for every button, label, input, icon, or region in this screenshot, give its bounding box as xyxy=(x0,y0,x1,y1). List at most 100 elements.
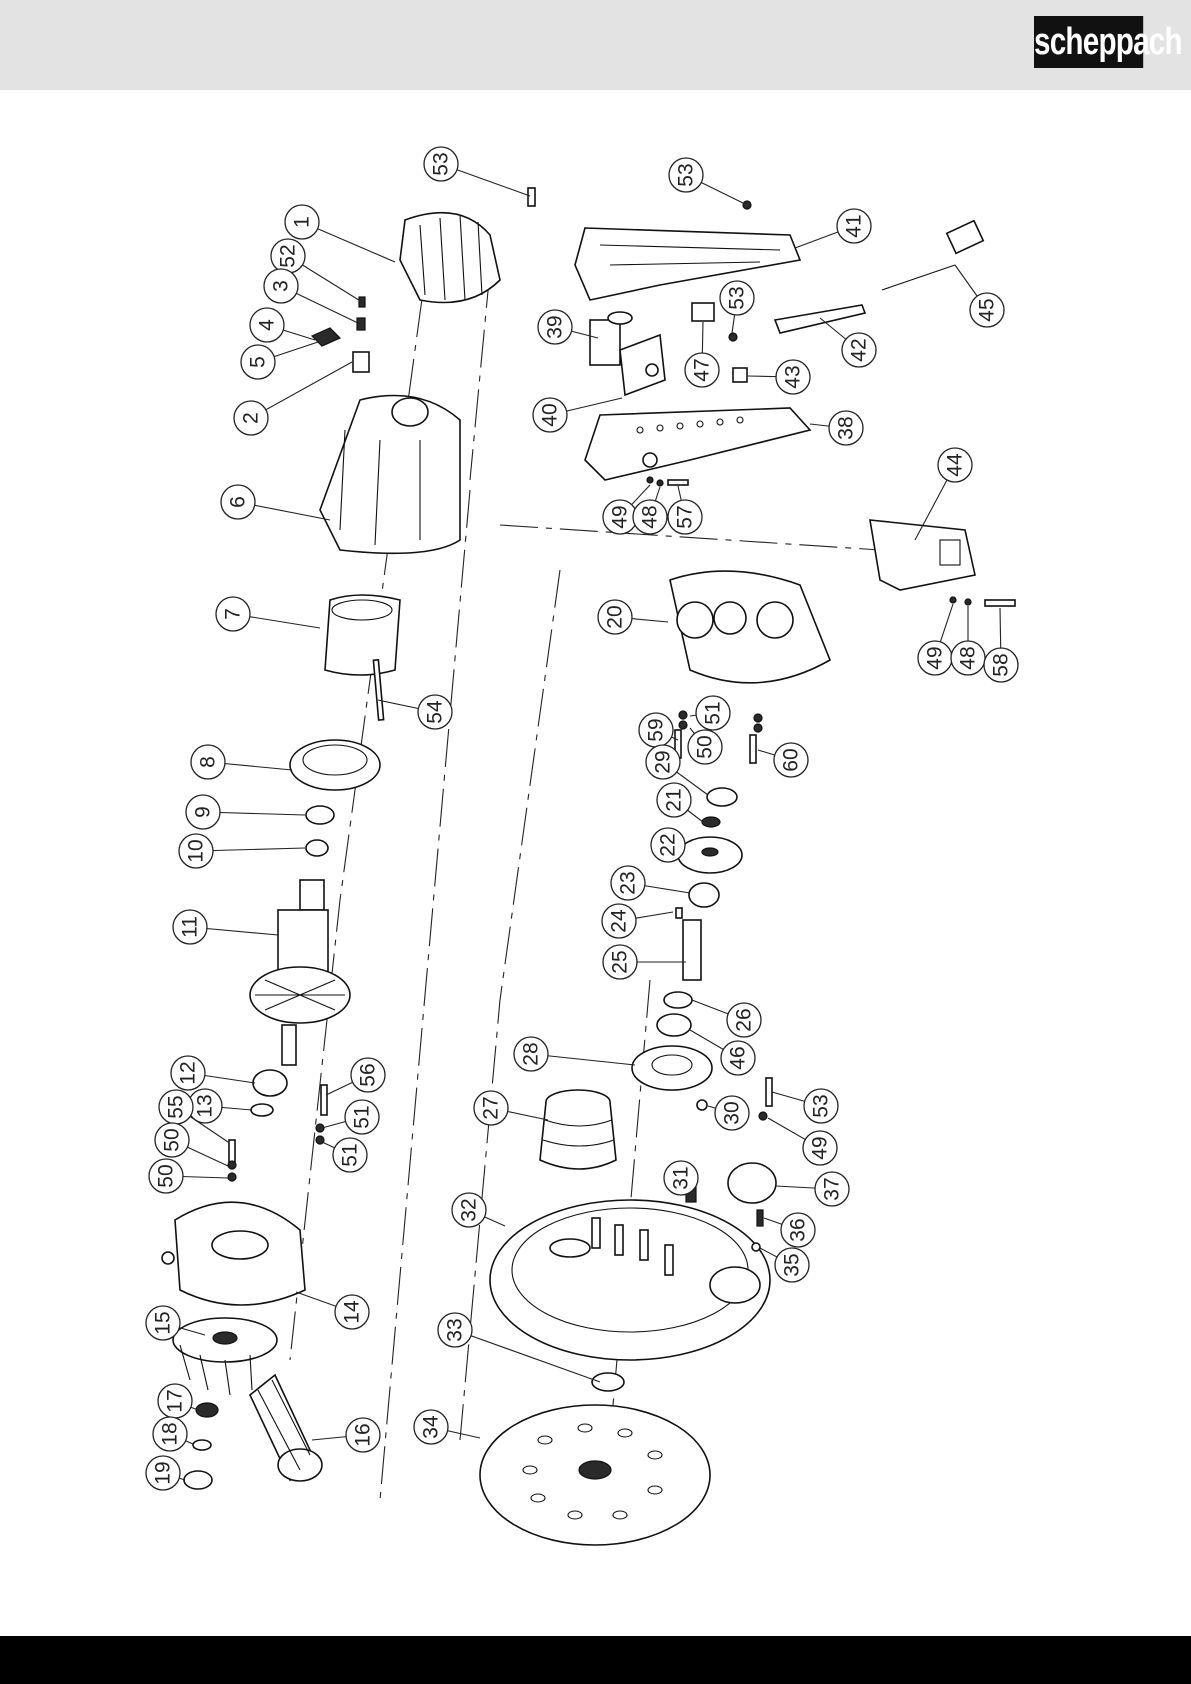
callout-23: 23 xyxy=(611,866,690,900)
callout-number: 43 xyxy=(782,365,805,388)
callout-number: 47 xyxy=(691,358,714,381)
callout-number: 12 xyxy=(177,1061,200,1084)
part-1-brush-cover xyxy=(400,213,500,303)
part-29-bearing xyxy=(707,788,737,806)
callout-37: 37 xyxy=(776,1172,849,1206)
axis-handle xyxy=(470,270,490,480)
callout-38: 38 xyxy=(810,411,863,445)
callout-number: 14 xyxy=(341,1300,364,1324)
callout-number: 7 xyxy=(222,608,245,620)
part-9-bearing xyxy=(306,806,334,824)
callout-number: 37 xyxy=(821,1177,844,1200)
callout-7: 7 xyxy=(216,597,320,631)
callout-49: 49 xyxy=(918,604,953,675)
part-53-screw-base xyxy=(766,1078,772,1106)
callout-number: 60 xyxy=(780,748,803,771)
callout-60: 60 xyxy=(758,743,808,777)
part-50-washer-left xyxy=(228,1161,236,1169)
callout-57: 57 xyxy=(668,486,702,534)
part-17-spring xyxy=(196,1403,218,1417)
part-26-circlip xyxy=(664,992,692,1008)
part-49-washer xyxy=(647,477,653,483)
callout-19: 19 xyxy=(146,1456,185,1490)
part-32-base-plate xyxy=(490,1200,770,1360)
callout-number: 13 xyxy=(194,1094,217,1117)
callout-number: 57 xyxy=(674,505,697,528)
callout-45: 45 xyxy=(955,265,1004,327)
callout-number: 51 xyxy=(702,701,725,724)
callout-22: 22 xyxy=(651,828,685,862)
callout-number: 46 xyxy=(727,1046,750,1069)
callout-number: 25 xyxy=(609,950,632,973)
callout-28: 28 xyxy=(514,1037,635,1071)
part-25-spindle xyxy=(683,920,701,980)
part-7-field-coil xyxy=(325,595,400,675)
callout-39: 39 xyxy=(538,310,598,344)
callout-24: 24 xyxy=(602,904,673,938)
callout-number: 15 xyxy=(152,1311,175,1334)
part-48-washer-right xyxy=(965,599,971,605)
callout-number: 51 xyxy=(351,1105,374,1128)
callout-number: 1 xyxy=(291,216,314,228)
part-34-sanding-pad xyxy=(480,1405,710,1545)
callout-number: 51 xyxy=(339,1143,362,1166)
callout-36: 36 xyxy=(764,1213,815,1247)
callout-number: 21 xyxy=(663,788,686,811)
callout-number: 50 xyxy=(161,1128,184,1151)
callout-20: 20 xyxy=(598,600,668,634)
callout-number: 4 xyxy=(256,319,279,331)
callout-number: 49 xyxy=(809,1136,832,1159)
callout-number: 29 xyxy=(652,750,675,773)
callout-27: 27 xyxy=(474,1091,548,1125)
callout-59: 59 xyxy=(639,713,678,747)
callout-25: 25 xyxy=(603,945,686,979)
part-44-connector xyxy=(870,520,975,590)
callout-6: 6 xyxy=(221,485,330,520)
callout-number: 49 xyxy=(924,646,947,669)
callout-number: 40 xyxy=(539,403,562,426)
callout-number: 54 xyxy=(424,700,447,724)
callout-number: 58 xyxy=(990,653,1013,676)
callout-number: 31 xyxy=(670,1166,693,1189)
callout-49: 49 xyxy=(768,1118,837,1165)
callout-number: 38 xyxy=(835,416,858,439)
part-14-gear-housing xyxy=(162,1202,305,1305)
callout-18: 18 xyxy=(153,1417,193,1451)
part-30-screw xyxy=(697,1100,707,1110)
callout-number: 59 xyxy=(645,718,668,741)
callout-43: 43 xyxy=(748,360,810,394)
part-12-bearing xyxy=(253,1070,287,1096)
callout-number: 17 xyxy=(164,1389,187,1412)
part-58-screw xyxy=(985,600,1015,606)
callout-47: 47 xyxy=(685,322,719,387)
callout-10: 10 xyxy=(179,834,305,868)
callout-number: 44 xyxy=(944,453,967,477)
part-18-washer xyxy=(193,1440,211,1450)
part-4-brush-holder xyxy=(312,328,340,346)
part-57-screw xyxy=(668,480,688,485)
part-10-bearing-sleeve xyxy=(306,840,328,856)
part-50-washer-cover-r xyxy=(754,724,762,732)
callout-number: 53 xyxy=(726,286,749,309)
callout-number: 10 xyxy=(185,839,208,862)
callout-number: 26 xyxy=(733,1008,756,1031)
part-20-gear-cover xyxy=(670,571,830,683)
callout-53: 53 xyxy=(772,1089,838,1123)
callout-number: 34 xyxy=(420,1415,443,1439)
callout-number: 16 xyxy=(352,1423,375,1446)
part-2-carbon-brush xyxy=(353,352,369,372)
part-49-washer-base xyxy=(759,1112,767,1120)
callout-50: 50 xyxy=(149,1159,228,1193)
callout-number: 3 xyxy=(270,280,293,292)
callout-number: 48 xyxy=(639,505,662,528)
callout-number: 56 xyxy=(357,1063,380,1086)
callout-31: 31 xyxy=(664,1161,698,1195)
callout-51: 51 xyxy=(690,696,730,730)
callout-number: 53 xyxy=(810,1094,833,1117)
callout-number: 18 xyxy=(159,1422,182,1445)
callout-56: 56 xyxy=(326,1058,385,1095)
callout-53: 53 xyxy=(424,147,530,196)
part-28-bearing-flange xyxy=(632,1046,712,1090)
callout-number: 50 xyxy=(694,735,717,758)
